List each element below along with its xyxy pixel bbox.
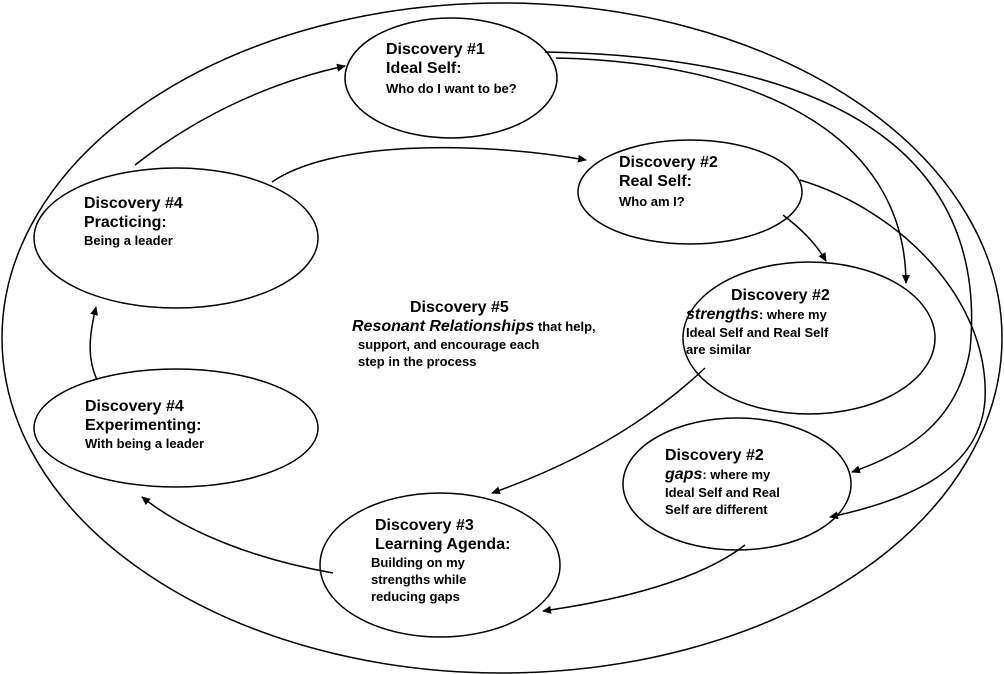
gaps-title: Discovery #2 bbox=[665, 447, 764, 464]
center-label: Discovery #5 Resonant Relationships that… bbox=[352, 298, 596, 370]
practicing-subtitle: Practicing: bbox=[84, 214, 167, 231]
experimenting-title: Discovery #4 bbox=[85, 398, 184, 415]
arrow-practicing-to-real bbox=[271, 146, 587, 183]
experimenting-text: With being a leader bbox=[85, 436, 205, 451]
center-text-3: step in the process bbox=[358, 354, 477, 369]
strengths-ellipse bbox=[682, 261, 936, 415]
arrow-experimenting-to-practicing bbox=[89, 306, 99, 381]
strengths-keyword: strengths bbox=[686, 306, 759, 323]
experimenting-ellipse bbox=[33, 368, 319, 488]
experimenting-label: Discovery #4 Experimenting: With being a… bbox=[85, 397, 204, 452]
strengths-label: Discovery #2 strengths: where my Ideal S… bbox=[686, 286, 830, 358]
ideal-self-label: Discovery #1 Ideal Self: Who do I want t… bbox=[386, 40, 517, 97]
practicing-text: Being a leader bbox=[84, 233, 173, 248]
real-self-title: Discovery #2 bbox=[619, 154, 718, 171]
experimenting-subtitle: Experimenting: bbox=[85, 417, 202, 434]
ideal-self-subtitle: Ideal Self: bbox=[386, 60, 462, 77]
center-title: Discovery #5 bbox=[410, 299, 509, 316]
arrow-practicing-to-ideal bbox=[134, 63, 346, 166]
ideal-self-ellipse bbox=[344, 17, 558, 139]
learning-agenda-text-3: reducing gaps bbox=[371, 589, 460, 604]
learning-agenda-ellipse bbox=[319, 492, 561, 638]
arrow-real-to-gaps bbox=[799, 179, 986, 520]
gaps-label: Discovery #2 gaps: where my Ideal Self a… bbox=[665, 446, 780, 518]
arrow-ideal-to-strengths bbox=[555, 57, 910, 284]
gaps-keyword: gaps bbox=[665, 466, 703, 483]
gaps-text-1: : where my bbox=[702, 467, 771, 482]
learning-agenda-subtitle: Learning Agenda: bbox=[375, 536, 511, 553]
real-self-subtitle: Real Self: bbox=[619, 173, 692, 190]
arrow-learning-to-experimenting bbox=[141, 496, 334, 574]
practicing-label: Discovery #4 Practicing: Being a leader bbox=[84, 194, 183, 249]
learning-agenda-title: Discovery #3 bbox=[375, 517, 474, 534]
center-text-2: support, and encourage each bbox=[358, 337, 540, 352]
arrow-real-to-strengths bbox=[782, 214, 827, 262]
real-self-ellipse bbox=[577, 139, 803, 245]
strengths-text-3: are similar bbox=[686, 342, 752, 357]
gaps-text-2: Ideal Self and Real bbox=[665, 485, 780, 500]
arrow-ideal-to-gaps bbox=[544, 51, 973, 474]
gaps-text-3: Self are different bbox=[665, 502, 768, 517]
strengths-text-2: Ideal Self and Real Self bbox=[686, 325, 829, 340]
arrow-strengths-to-learning bbox=[491, 367, 706, 495]
ideal-self-text: Who do I want to be? bbox=[386, 81, 517, 96]
learning-agenda-text-2: strengths while bbox=[371, 572, 467, 587]
learning-agenda-label: Discovery #3 Learning Agenda: Building o… bbox=[371, 516, 511, 605]
practicing-ellipse bbox=[33, 167, 319, 309]
practicing-title: Discovery #4 bbox=[84, 195, 183, 212]
center-text-1: that help, bbox=[534, 319, 596, 334]
ideal-self-title: Discovery #1 bbox=[386, 41, 485, 58]
center-keyword: Resonant Relationships bbox=[352, 318, 535, 335]
strengths-title: Discovery #2 bbox=[731, 287, 830, 304]
real-self-text: Who am I? bbox=[619, 194, 685, 209]
arrow-gaps-to-learning bbox=[542, 544, 746, 614]
real-self-label: Discovery #2 Real Self: Who am I? bbox=[619, 153, 718, 210]
strengths-text-1: : where my bbox=[758, 307, 827, 322]
learning-agenda-text-1: Building on my bbox=[371, 555, 465, 570]
